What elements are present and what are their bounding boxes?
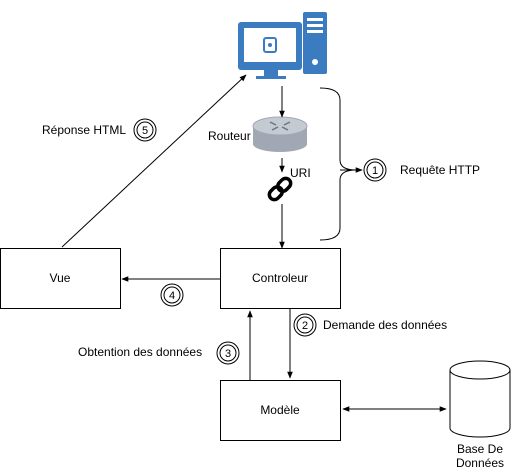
step-1-number: 1 [372,165,378,177]
step-1-label: Requête HTTP [400,163,480,177]
step-3-number: 3 [225,348,231,360]
uri-label: URI [290,166,311,180]
router-icon [252,116,308,152]
controleur-box: Controleur [220,248,341,309]
step-4-badge: 4 [160,283,184,307]
controleur-label: Controleur [252,271,308,285]
vue-label: Vue [50,271,71,285]
database-label-line2: Données [456,456,504,470]
step-3-badge: 3 [216,341,240,365]
step-2-badge: 2 [293,313,317,337]
vue-box: Vue [0,248,121,309]
link-icon [267,176,293,202]
router-label: Routeur [208,129,251,143]
step-2-label: Demande des données [323,318,447,332]
modele-box: Modèle [220,380,341,441]
computer-icon [238,12,327,79]
step-5-label: Réponse HTML [42,123,126,137]
step-3-label: Obtention des données [78,345,202,359]
arrow-response-html [61,74,247,248]
step-1-badge: 1 [363,158,387,182]
database-label-line1: Base De [457,442,503,456]
step-4-number: 4 [169,290,175,302]
modele-label: Modèle [260,403,300,417]
database-icon [449,360,511,438]
step-5-badge: 5 [133,118,157,142]
step-2-number: 2 [302,320,308,332]
step-5-number: 5 [142,125,148,137]
request-brace [319,87,357,241]
